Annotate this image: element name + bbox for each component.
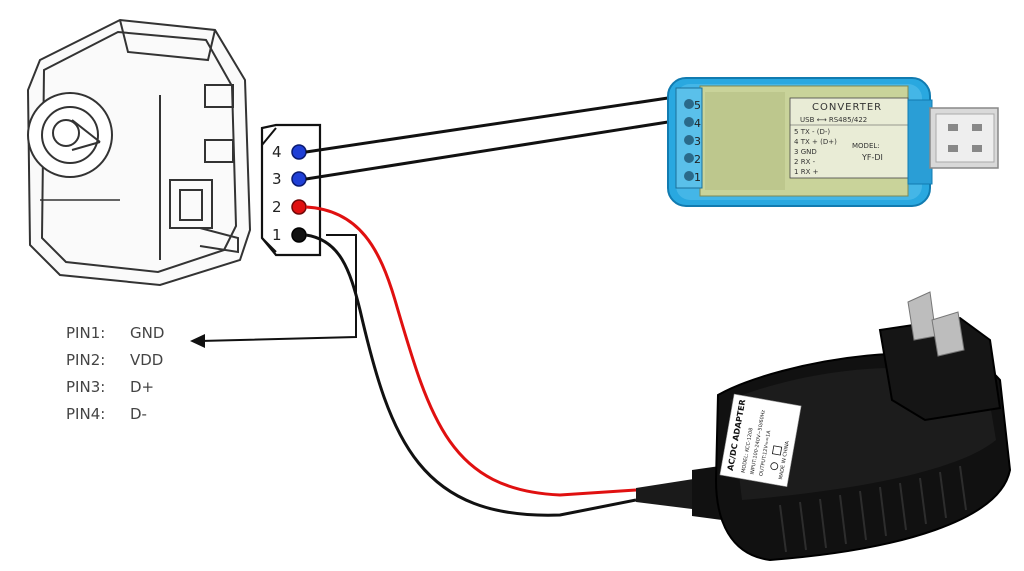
converter-pin-4: 4 (694, 117, 701, 130)
ground-wire (305, 233, 637, 517)
gnd-pointer-line (199, 234, 357, 342)
converter-pin-3: 3 (694, 135, 701, 148)
data-wires (305, 96, 669, 181)
pin-number-3: 3 (272, 170, 282, 188)
pin-dot-1 (291, 227, 307, 243)
pin-legend: PIN1: GND PIN2: VDD PIN3: D+ PIN4: D- (66, 320, 164, 428)
pin-dot-3 (291, 171, 307, 187)
converter-interface: USB ⟷ RS485/422 (800, 116, 867, 124)
converter-model: YF-DI (861, 153, 883, 162)
pin-legend-signal: D+ (130, 378, 155, 396)
converter-title: CONVERTER (812, 102, 882, 113)
pin-legend-pin: PIN4: (66, 405, 106, 423)
pin-dot-2 (291, 199, 307, 215)
pin-legend-signal: VDD (130, 351, 164, 369)
pin-legend-row-2: PIN2: VDD (66, 347, 164, 374)
pin-number-1: 1 (272, 226, 282, 244)
pin-dot-4 (291, 144, 307, 160)
pin-legend-signal: GND (130, 324, 165, 342)
converter-line-5: 5 TX - (D-) (794, 128, 830, 136)
converter-line-4: 4 TX + (D+) (794, 138, 837, 146)
converter-line-2: 2 RX - (794, 158, 816, 166)
converter-line-3: 3 GND (794, 148, 817, 156)
adapter-label: AC/DC ADAPTER MODEL: KCC-1208 INPUT:100-… (719, 393, 802, 488)
pin-legend-pin: PIN1: (66, 324, 106, 342)
pin-legend-pin: PIN2: (66, 351, 106, 369)
converter-pin-5: 5 (694, 99, 701, 112)
pin-legend-row-4: PIN4: D- (66, 401, 164, 428)
pin-legend-signal: D- (130, 405, 147, 423)
pin-number-2: 2 (272, 198, 282, 216)
double-insulation-icon (771, 445, 783, 456)
pin-number-4: 4 (272, 143, 282, 161)
converter-pin-1: 1 (694, 171, 701, 184)
usb-rs485-converter: 5 4 3 2 1 CONVERTER USB ⟷ RS485/422 5 TX… (667, 77, 999, 207)
servo-motor (26, 18, 252, 287)
servo-connector: 4 3 2 1 (260, 123, 322, 257)
ce-mark-icon (770, 462, 779, 471)
pin-legend-row-3: PIN3: D+ (66, 374, 164, 401)
pin-legend-pin: PIN3: (66, 378, 106, 396)
converter-line-1: 1 RX + (794, 168, 819, 176)
pin-legend-row-1: PIN1: GND (66, 320, 164, 347)
usb-plug (929, 107, 999, 169)
gnd-arrow-icon (190, 334, 205, 348)
converter-pin-2: 2 (694, 153, 701, 166)
converter-label-panel: CONVERTER USB ⟷ RS485/422 5 TX - (D-) 4 … (789, 97, 909, 179)
power-wire (305, 205, 637, 497)
converter-terminal-block: 5 4 3 2 1 (675, 87, 703, 189)
ac-dc-adapter: AC/DC ADAPTER MODEL: KCC-1208 INPUT:100-… (636, 291, 1012, 562)
converter-model-label: MODEL: (852, 142, 880, 150)
